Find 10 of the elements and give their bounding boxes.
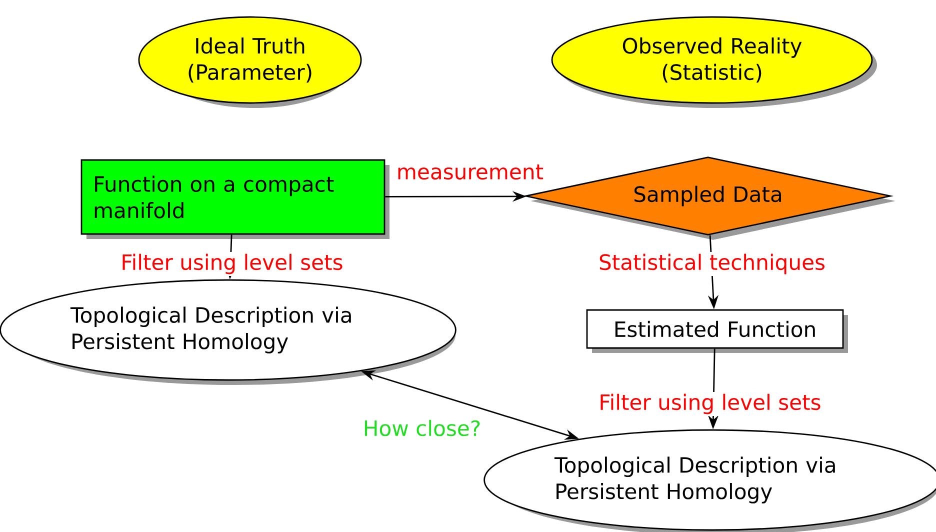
process-box: Function on a compact manifold	[80, 159, 390, 239]
ellipse-node: Observed Reality (Statistic)	[551, 16, 877, 108]
node-label: Topological Description via Persistent Homology	[554, 456, 835, 504]
ellipse-node: Ideal Truth (Parameter)	[138, 16, 362, 108]
ellipse-node: Topological Description via Persistent Homology	[0, 279, 456, 385]
edge-label: How close?	[361, 418, 483, 438]
edge-label: Statistical techniques	[596, 252, 828, 276]
ellipse-node: Topological Description via Persistent Homology	[484, 429, 936, 532]
process-box: Estimated Function	[586, 309, 848, 353]
edge-label: Filter using level sets	[596, 392, 824, 416]
